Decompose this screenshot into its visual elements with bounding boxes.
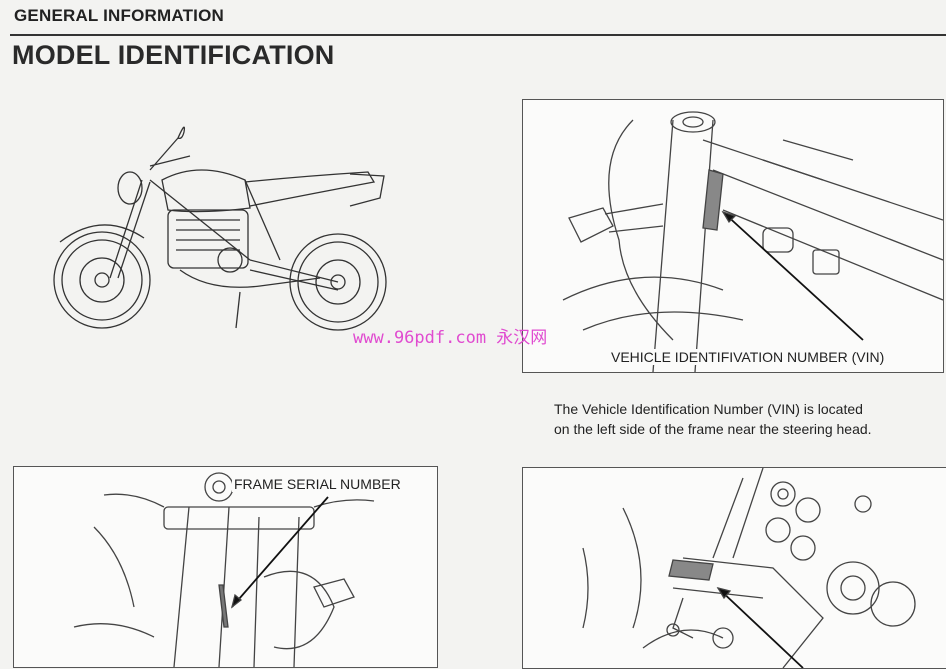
vin-caption: The Vehicle Identification Number (VIN) … [554, 399, 872, 439]
caption-line-2: on the left side of the frame near the s… [554, 421, 872, 437]
frame-serial-label: FRAME SERIAL NUMBER [232, 476, 403, 492]
vin-figure: VEHICLE IDENTIFIVATION NUMBER (VIN) [522, 99, 944, 373]
page-title: MODEL IDENTIFICATION [12, 40, 335, 70]
motorcycle-illustration-icon [53, 126, 387, 331]
engine-serial-diagram-icon [582, 468, 916, 668]
caption-line-1: The Vehicle Identification Number (VIN) … [554, 401, 863, 417]
section-header: GENERAL INFORMATION [14, 6, 224, 25]
vin-label: VEHICLE IDENTIFIVATION NUMBER (VIN) [609, 349, 887, 365]
frame-serial-diagram-icon [73, 472, 375, 667]
header-rule [10, 34, 946, 36]
watermark: www.96pdf.com 永汉网 [353, 328, 548, 348]
engine-serial-figure [522, 467, 946, 669]
vin-diagram-icon [562, 111, 943, 372]
frame-serial-figure: FRAME SERIAL NUMBER [13, 466, 438, 668]
